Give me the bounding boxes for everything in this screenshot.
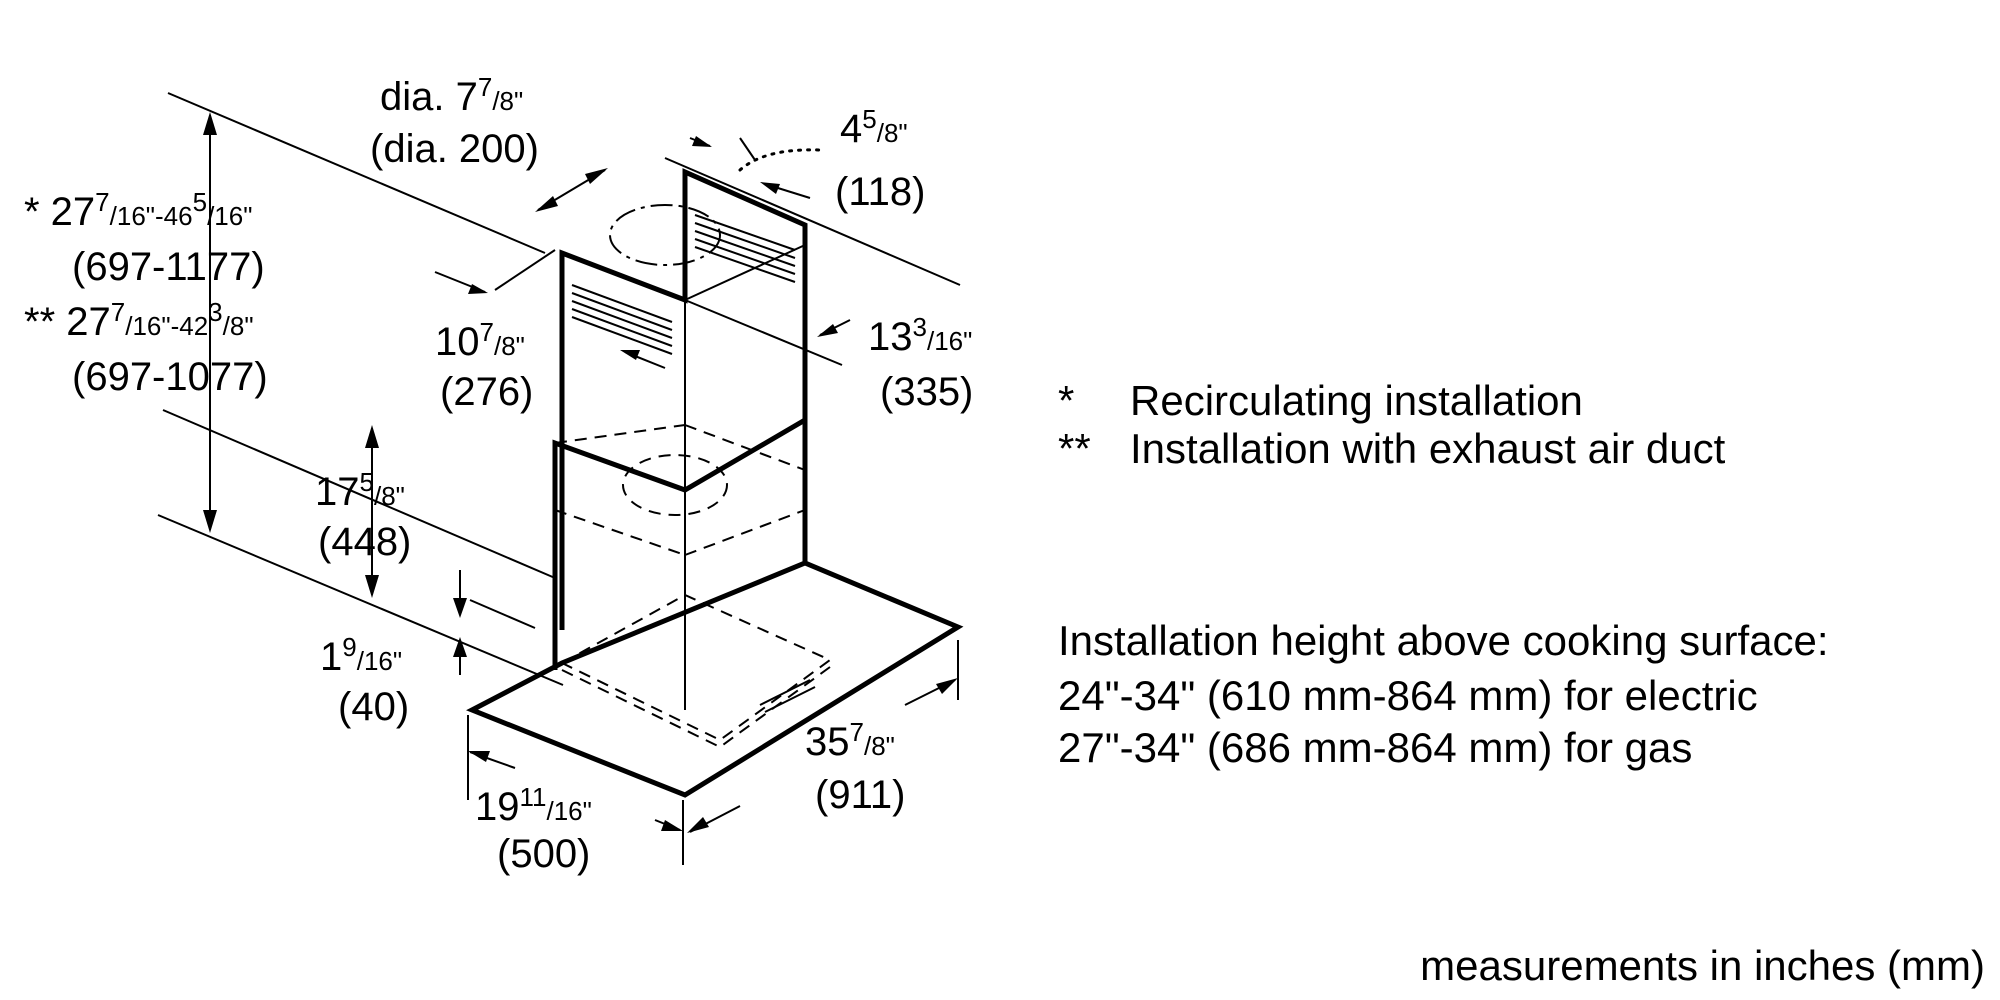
units-note: measurements in inches (mm) — [1420, 942, 1985, 989]
legend-text: Recirculating installation — [1130, 377, 1583, 424]
lower-chimney — [552, 415, 808, 710]
label-duct-diameter: dia. 77/8" (dia. 200) — [370, 72, 539, 171]
label-lower-chimney-height: 175/8" (448) — [315, 467, 411, 564]
canopy — [466, 560, 964, 798]
svg-text:(697-1177): (697-1177) — [72, 245, 265, 289]
svg-text:(276): (276) — [440, 370, 533, 414]
svg-text:* 277/16"-465/16": * 277/16"-465/16" — [24, 187, 252, 234]
label-chimney-width: 107/8" (276) — [435, 317, 533, 414]
installation-electric: 24"-34" (610 mm-864 mm) for electric — [1058, 672, 1758, 719]
legend: * Recirculating installation ** Installa… — [1058, 377, 1726, 472]
legend-text: Installation with exhaust air duct — [1130, 425, 1726, 472]
svg-text:(500): (500) — [497, 832, 590, 876]
legend-marker: ** — [1058, 425, 1091, 472]
svg-text:1911/16": 1911/16" — [475, 782, 592, 829]
installation-note: Installation height above cooking surfac… — [1058, 617, 1829, 771]
label-duct-offset: 45/8" (118) — [835, 104, 925, 214]
svg-text:133/16": 133/16" — [868, 312, 972, 359]
svg-text:(335): (335) — [880, 370, 973, 414]
installation-gas: 27"-34" (686 mm-864 mm) for gas — [1058, 724, 1692, 771]
extension-lines — [157, 92, 961, 865]
svg-text:(911): (911) — [815, 773, 905, 817]
svg-text:(697-1077): (697-1077) — [72, 355, 268, 399]
label-canopy-thickness: 19/16" (40) — [320, 632, 409, 729]
label-total-height: * 277/16"-465/16" (697-1177) ** 277/16"-… — [24, 187, 268, 399]
svg-text:45/8": 45/8" — [840, 104, 908, 151]
dimension-arrows — [203, 112, 958, 833]
control-panel — [759, 679, 816, 713]
svg-text:(dia. 200): (dia. 200) — [370, 127, 539, 171]
label-chimney-depth: 133/16" (335) — [868, 312, 973, 414]
label-hood-depth: 1911/16" (500) — [475, 782, 592, 876]
svg-text:(448): (448) — [318, 520, 411, 564]
svg-text:107/8": 107/8" — [435, 317, 525, 364]
upper-vent-slots — [571, 214, 796, 355]
svg-text:** 277/16"-423/8": ** 277/16"-423/8" — [24, 297, 254, 344]
label-hood-width: 357/8" (911) — [805, 717, 905, 817]
svg-text:(118): (118) — [835, 170, 925, 214]
svg-text:19/16": 19/16" — [320, 632, 402, 679]
svg-text:(40): (40) — [338, 685, 409, 729]
legend-marker: * — [1058, 377, 1074, 424]
leader-4-5-8 — [738, 148, 822, 172]
svg-text:175/8": 175/8" — [315, 467, 405, 514]
svg-text:dia. 77/8": dia. 77/8" — [380, 72, 523, 119]
installation-heading: Installation height above cooking surfac… — [1058, 617, 1829, 664]
svg-text:357/8": 357/8" — [805, 717, 895, 764]
